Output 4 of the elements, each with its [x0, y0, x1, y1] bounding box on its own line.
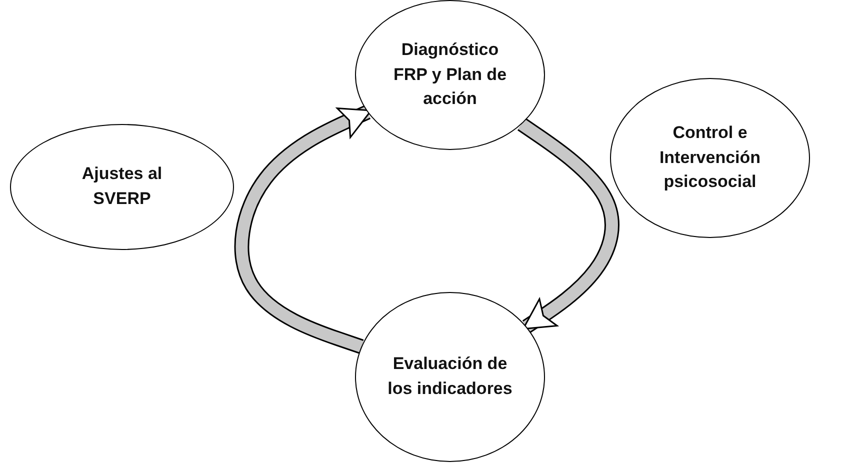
node-label: Evaluación de los indicadores: [386, 353, 514, 400]
node-label: Diagnóstico FRP y Plan de acción: [392, 39, 508, 110]
node-label: Ajustes al SVERP: [80, 163, 164, 210]
node-label: Control e Intervención psicosocial: [658, 122, 762, 194]
